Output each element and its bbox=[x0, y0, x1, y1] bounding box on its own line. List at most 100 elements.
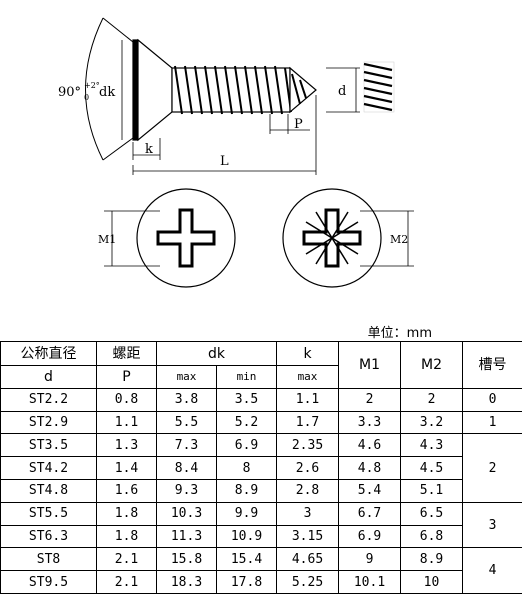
cell-m2: 8.9 bbox=[400, 547, 463, 572]
cell-p: 0.8 bbox=[96, 387, 157, 412]
cell-dkmax: 7.3 bbox=[156, 433, 217, 458]
cell-m2: 6.8 bbox=[400, 524, 463, 549]
cell-dkmin: 10.9 bbox=[216, 524, 277, 549]
cell-d: ST2.2 bbox=[0, 387, 97, 412]
cell-dkmin: 9.9 bbox=[216, 501, 277, 526]
cell-m1: 6.7 bbox=[338, 501, 401, 526]
cell-m1: 9 bbox=[338, 547, 401, 572]
m1-label: M1 bbox=[98, 233, 116, 246]
cell-m2: 2 bbox=[400, 387, 463, 412]
header-dk-min: min bbox=[216, 365, 277, 389]
l-label: L bbox=[220, 154, 229, 169]
cell-dkmax: 11.3 bbox=[156, 524, 217, 549]
cell-m1: 5.4 bbox=[338, 478, 401, 503]
p-label: P bbox=[294, 117, 303, 132]
cell-dkmax: 9.3 bbox=[156, 478, 217, 503]
header-m2: M2 bbox=[400, 341, 463, 389]
cell-dkmax: 3.8 bbox=[156, 387, 217, 412]
cell-m2: 4.5 bbox=[400, 456, 463, 480]
cell-k: 4.65 bbox=[276, 547, 339, 572]
cell-k: 3.15 bbox=[276, 524, 339, 549]
cell-d: ST5.5 bbox=[0, 501, 97, 526]
cell-dkmin: 6.9 bbox=[216, 433, 277, 458]
cell-p: 1.3 bbox=[96, 433, 157, 458]
cell-p: 1.6 bbox=[96, 478, 157, 503]
cell-k: 1.7 bbox=[276, 410, 339, 435]
cell-slot: 3 bbox=[462, 501, 522, 549]
k-label: k bbox=[145, 142, 153, 157]
cell-p: 2.1 bbox=[96, 570, 157, 594]
cell-d: ST2.9 bbox=[0, 410, 97, 435]
header-p-bot: P bbox=[96, 365, 157, 389]
cell-d: ST4.8 bbox=[0, 478, 97, 503]
m2-label: M2 bbox=[390, 233, 408, 246]
cell-d: ST3.5 bbox=[0, 433, 97, 458]
header-d-top: 公称直径 bbox=[0, 341, 97, 366]
cell-dkmax: 8.4 bbox=[156, 456, 217, 480]
dk-label: dk bbox=[99, 85, 115, 100]
header-dk-max: max bbox=[156, 365, 217, 389]
cell-k: 2.35 bbox=[276, 433, 339, 458]
header-k-bot: max bbox=[276, 365, 339, 389]
cell-k: 2.6 bbox=[276, 456, 339, 480]
cell-m1: 10.1 bbox=[338, 570, 401, 594]
cell-p: 1.1 bbox=[96, 410, 157, 435]
header-m1: M1 bbox=[338, 341, 401, 389]
cell-m2: 4.3 bbox=[400, 433, 463, 458]
cell-m1: 3.3 bbox=[338, 410, 401, 435]
cell-slot: 2 bbox=[462, 433, 522, 503]
cell-dkmin: 8 bbox=[216, 456, 277, 480]
cell-k: 3 bbox=[276, 501, 339, 526]
cell-p: 1.8 bbox=[96, 524, 157, 549]
cell-slot: 0 bbox=[462, 387, 522, 412]
cell-p: 1.8 bbox=[96, 501, 157, 526]
cell-slot: 4 bbox=[462, 547, 522, 594]
cell-dkmin: 17.8 bbox=[216, 570, 277, 594]
header-k-top: k bbox=[276, 341, 339, 366]
angle-tol-lower: 0 bbox=[84, 93, 89, 102]
unit-label: 单位：mm bbox=[367, 326, 432, 341]
header-p-top: 螺距 bbox=[96, 341, 157, 366]
cell-m1: 4.6 bbox=[338, 433, 401, 458]
cell-d: ST6.3 bbox=[0, 524, 97, 549]
cell-d: ST9.5 bbox=[0, 570, 97, 594]
cell-m2: 10 bbox=[400, 570, 463, 594]
cell-dkmax: 5.5 bbox=[156, 410, 217, 435]
cell-dkmax: 10.3 bbox=[156, 501, 217, 526]
cell-dkmin: 5.2 bbox=[216, 410, 277, 435]
cell-dkmax: 18.3 bbox=[156, 570, 217, 594]
cell-k: 1.1 bbox=[276, 387, 339, 412]
cell-slot: 1 bbox=[462, 410, 522, 435]
header-slot: 槽号 bbox=[462, 341, 522, 389]
angle-label: 90° bbox=[58, 85, 81, 100]
header-dk: dk bbox=[156, 341, 277, 366]
spec-table: 公称直径 螺距 dk k M1 M2 槽号 d P max min max ST… bbox=[0, 341, 522, 594]
cell-d: ST4.2 bbox=[0, 456, 97, 480]
cell-m2: 6.5 bbox=[400, 501, 463, 526]
screw-drawing: 90° +2° 0 dk d k L P M1 M2 bbox=[58, 17, 414, 288]
angle-tol-upper: +2° bbox=[84, 81, 100, 90]
cell-m1: 6.9 bbox=[338, 524, 401, 549]
cell-k: 5.25 bbox=[276, 570, 339, 594]
cell-d: ST8 bbox=[0, 547, 97, 572]
cell-m1: 2 bbox=[338, 387, 401, 412]
cell-m2: 5.1 bbox=[400, 478, 463, 503]
cell-dkmin: 15.4 bbox=[216, 547, 277, 572]
cell-dkmin: 3.5 bbox=[216, 387, 277, 412]
header-d-bot: d bbox=[0, 365, 97, 389]
cell-dkmin: 8.9 bbox=[216, 478, 277, 503]
cell-k: 2.8 bbox=[276, 478, 339, 503]
cell-p: 1.4 bbox=[96, 456, 157, 480]
cell-p: 2.1 bbox=[96, 547, 157, 572]
cell-m1: 4.8 bbox=[338, 456, 401, 480]
cell-m2: 3.2 bbox=[400, 410, 463, 435]
